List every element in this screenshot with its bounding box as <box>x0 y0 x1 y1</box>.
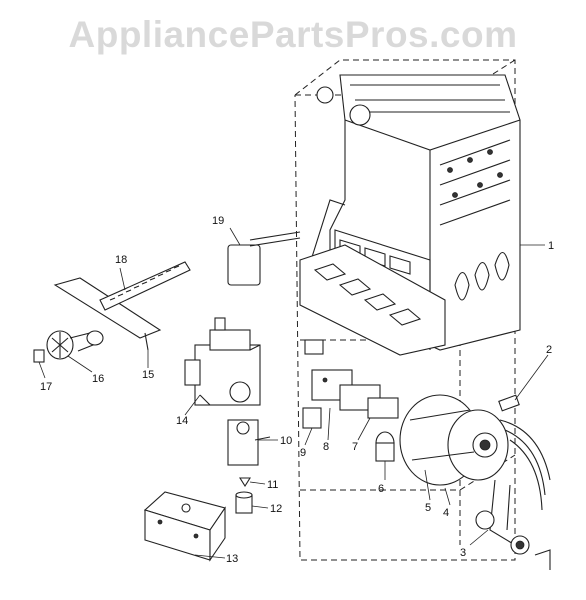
burner-assembly <box>299 244 446 356</box>
callout-5: 5 <box>425 502 431 514</box>
callout-19: 19 <box>212 215 224 227</box>
ignitor-tip <box>239 477 251 488</box>
callout-3: 3 <box>460 547 466 559</box>
callout-13: 13 <box>226 553 238 565</box>
callout-2: 2 <box>546 344 552 356</box>
callout-leaders <box>38 227 549 559</box>
flame-sensor-nut <box>235 491 253 514</box>
motor-bracket <box>475 479 551 570</box>
limit-sensor <box>227 231 301 286</box>
callout-1: 1 <box>548 240 554 252</box>
transformer <box>143 491 226 562</box>
callout-17: 17 <box>40 381 52 393</box>
gas-valve <box>184 317 261 406</box>
callout-15: 15 <box>142 369 154 381</box>
callout-9: 9 <box>300 447 306 459</box>
spud-fitting <box>33 349 45 363</box>
callout-4: 4 <box>443 507 449 519</box>
callout-labels: 1 2 3 4 5 6 7 8 9 10 11 12 13 14 15 16 1… <box>40 215 554 565</box>
callout-12: 12 <box>270 503 282 515</box>
limit-switch-bracket <box>302 339 399 429</box>
callout-11: 11 <box>267 479 278 491</box>
callout-16: 16 <box>92 373 104 385</box>
callout-14: 14 <box>176 415 188 427</box>
callout-18: 18 <box>115 254 127 266</box>
manifold-bar <box>53 261 191 351</box>
inducer-blower <box>399 394 551 511</box>
callout-6: 6 <box>378 483 384 495</box>
callout-10: 10 <box>280 435 292 447</box>
callout-8: 8 <box>323 441 329 453</box>
pressure-switch <box>375 431 395 462</box>
ignitor-bracket <box>227 419 271 466</box>
callout-7: 7 <box>352 441 358 453</box>
burner-orifice <box>46 330 104 360</box>
